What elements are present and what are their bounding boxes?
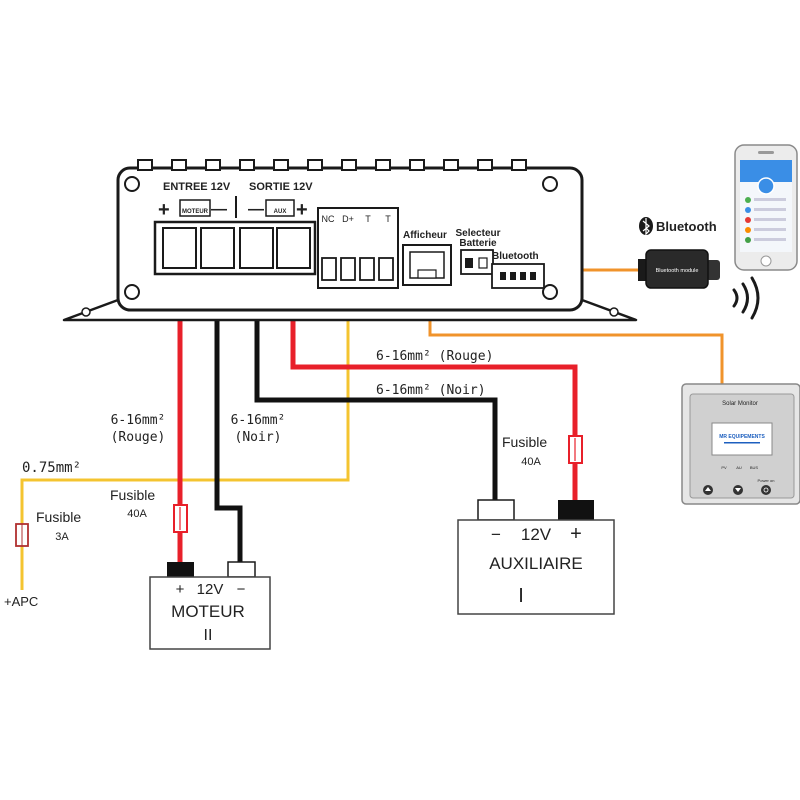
battery-moteur-minus: − — [237, 581, 246, 598]
solar-monitor: Solar Monitor MR EQUIPEMENTS PV AU BUS P… — [681, 383, 800, 505]
terminal-label-dplus: D+ — [342, 214, 354, 224]
sortie-minus-sign: — — [248, 201, 264, 218]
battery-aux-name: AUXILIAIRE — [489, 554, 583, 573]
moteur-red-wire-color: (Rouge) — [111, 430, 166, 445]
terminal-label-t2: T — [385, 214, 391, 224]
screw — [124, 176, 140, 192]
battery-moteur-voltage: 12V — [197, 581, 224, 598]
entree-plus-sign: + — [158, 199, 170, 221]
entree-minus-sign: — — [211, 201, 227, 218]
fuse-apc-rating: 3A — [55, 531, 69, 543]
battery-moteur-name: MOTEUR — [171, 602, 245, 621]
moteur-black-wire-size: 6-16mm² — [231, 413, 286, 428]
battery-icon: MOTEUR — [179, 199, 211, 217]
fuse-moteur-rating: 40A — [127, 508, 147, 520]
power-button-icon[interactable] — [761, 485, 771, 495]
fuse-apc — [15, 523, 29, 547]
terminal-entree-minus — [200, 227, 235, 269]
terminal-label-t1: T — [365, 214, 371, 224]
moteur-red-wire-size: 6-16mm² — [111, 413, 166, 428]
moteur-black-wire-color: (Noir) — [235, 430, 282, 445]
black-wire-aux — [254, 265, 498, 500]
sortie-plus-sign: + — [296, 199, 308, 221]
rj-port — [402, 244, 452, 286]
power-on-label: Power on — [758, 478, 775, 483]
solar-monitor-title: Solar Monitor — [722, 401, 758, 407]
battery-aux-voltage: 12V — [521, 525, 552, 544]
aux-icon-label: AUX — [274, 209, 287, 215]
sortie-label: SORTIE 12V — [249, 181, 313, 193]
bluetooth-logo — [639, 217, 653, 236]
indicator-au: AU — [736, 465, 742, 470]
smartphone — [734, 144, 798, 271]
fuse-moteur-label: Fusible — [110, 487, 155, 503]
yellow-wire-apc — [20, 285, 350, 590]
bluetooth-port-label: Bluetooth — [492, 251, 539, 262]
black-wire-moteur — [214, 265, 243, 562]
yellow-wire-label: 0.75mm² — [22, 460, 81, 476]
terminal-sortie-minus — [239, 227, 274, 269]
bluetooth-port — [491, 263, 545, 289]
fuse-aux-rating: 40A — [521, 456, 541, 468]
battery-moteur-numeral: II — [204, 627, 213, 644]
mount-hole — [609, 307, 619, 317]
battery-aux-plus: + — [570, 523, 582, 545]
battery-aux-minus: − — [491, 525, 501, 544]
wireless-signal-icon — [732, 276, 760, 320]
fuse-apc-label: Fusible — [36, 509, 81, 525]
fuse-aux — [568, 435, 583, 464]
entree-label: ENTREE 12V — [163, 181, 231, 193]
battery-moteur: + 12V − MOTEUR II — [149, 561, 271, 650]
selecteur-label-2: Batterie — [459, 238, 497, 249]
screw — [542, 284, 558, 300]
fuse-moteur — [173, 504, 188, 533]
mount-hole — [81, 307, 91, 317]
aux-red-wire-label: 6-16mm² (Rouge) — [376, 349, 493, 364]
moteur-icon-label: MOTEUR — [182, 209, 209, 215]
apc-label: +APC — [4, 594, 38, 609]
battery-aux-numeral: I — [518, 585, 524, 607]
selecteur-label-1: Selecteur — [455, 228, 500, 239]
battery-auxiliaire: − 12V + AUXILIAIRE I — [457, 499, 615, 615]
aux-black-wire-label: 6-16mm² (Noir) — [376, 383, 486, 398]
afficheur-label: Afficheur — [403, 230, 447, 241]
selector-switch — [460, 249, 494, 275]
indicator-pv: PV — [721, 465, 727, 470]
bluetooth-module-label: Bluetooth module — [656, 268, 699, 274]
fuse-aux-label: Fusible — [502, 434, 547, 450]
terminal-sortie-plus — [276, 227, 311, 269]
screw — [124, 284, 140, 300]
screw — [542, 176, 558, 192]
solar-monitor-screen-text: MR EQUIPEMENTS — [719, 434, 765, 440]
battery-icon: AUX — [265, 199, 295, 217]
bluetooth-brand-label: Bluetooth — [656, 219, 717, 234]
terminal-label-nc: NC — [322, 214, 335, 224]
bluetooth-module: Bluetooth module — [638, 249, 720, 289]
battery-moteur-plus: + — [176, 581, 185, 598]
controller-device: ENTREE 12V SORTIE 12V + — — + MOTEUR AUX… — [62, 159, 638, 322]
indicator-bus: BUS — [750, 465, 759, 470]
terminal-entree-plus — [162, 227, 197, 269]
